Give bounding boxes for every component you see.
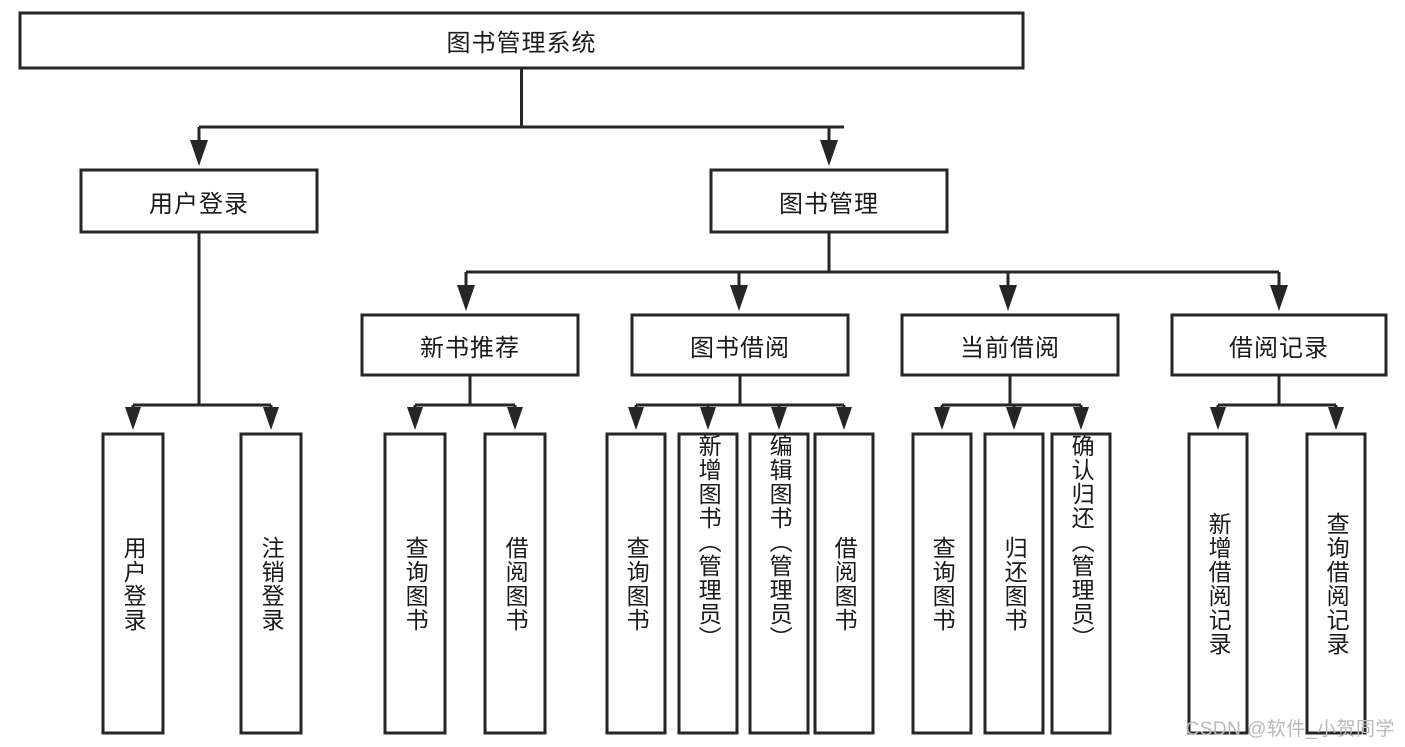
connector-group-user-login <box>125 232 279 430</box>
node-box-book-manage[interactable] <box>709 168 949 234</box>
node-box-leaf-add-record[interactable] <box>1187 432 1249 735</box>
node-box-new-book-recommend[interactable] <box>360 313 580 377</box>
node-box-book-borrow[interactable] <box>630 313 850 377</box>
arrow-head-leaf-query-book-1 <box>407 407 423 430</box>
arrow-head-leaf-user-logout <box>263 407 279 430</box>
arrow-head-book-manage <box>820 140 838 166</box>
node-box-root[interactable] <box>18 11 1025 70</box>
arrow-head-current-borrow <box>999 285 1017 311</box>
node-box-leaf-add-book[interactable] <box>677 432 739 735</box>
connector-group-book-borrow <box>628 375 852 430</box>
arrow-head-leaf-query-record <box>1328 407 1344 430</box>
node-box-leaf-query-book-3[interactable] <box>911 432 973 735</box>
arrow-head-borrow-record <box>1270 285 1288 311</box>
arrow-head-leaf-borrow-book-1 <box>507 407 523 430</box>
node-box-leaf-confirm-return[interactable] <box>1050 432 1112 735</box>
connector-group-root <box>190 68 844 166</box>
arrow-head-leaf-borrow-book-2 <box>836 407 852 430</box>
arrow-head-leaf-query-book-2 <box>628 407 644 430</box>
arrow-head-leaf-edit-book <box>771 407 787 430</box>
arrow-head-user-login <box>190 140 208 166</box>
arrow-head-book-borrow <box>730 285 748 311</box>
arrow-head-leaf-add-book <box>700 407 716 430</box>
arrow-head-leaf-add-record <box>1210 407 1226 430</box>
node-box-leaf-query-book-1[interactable] <box>383 432 447 735</box>
node-box-borrow-record[interactable] <box>1170 313 1388 377</box>
connector-group-new-book-recommend <box>407 375 523 430</box>
node-box-leaf-query-book-2[interactable] <box>605 432 667 735</box>
arrow-head-leaf-query-book-3 <box>934 407 950 430</box>
arrow-head-leaf-return-book <box>1006 407 1022 430</box>
arrow-head-leaf-confirm-return <box>1073 407 1089 430</box>
node-box-leaf-borrow-book-2[interactable] <box>813 432 875 735</box>
node-box-leaf-user-login[interactable] <box>101 432 165 735</box>
arrow-head-leaf-user-login <box>125 407 141 430</box>
arrow-head-new-book-recommend <box>457 285 475 311</box>
node-box-current-borrow[interactable] <box>900 313 1120 377</box>
connector-group-current-borrow <box>934 375 1089 430</box>
connector-group-borrow-record <box>1210 375 1344 430</box>
node-box-user-login[interactable] <box>79 168 319 234</box>
node-box-leaf-edit-book[interactable] <box>748 432 810 735</box>
node-box-leaf-borrow-book-1[interactable] <box>483 432 547 735</box>
connector-group-book-manage <box>457 232 1288 311</box>
node-box-leaf-query-record[interactable] <box>1305 432 1367 735</box>
node-box-leaf-return-book[interactable] <box>983 432 1045 735</box>
node-box-leaf-user-logout[interactable] <box>239 432 303 735</box>
